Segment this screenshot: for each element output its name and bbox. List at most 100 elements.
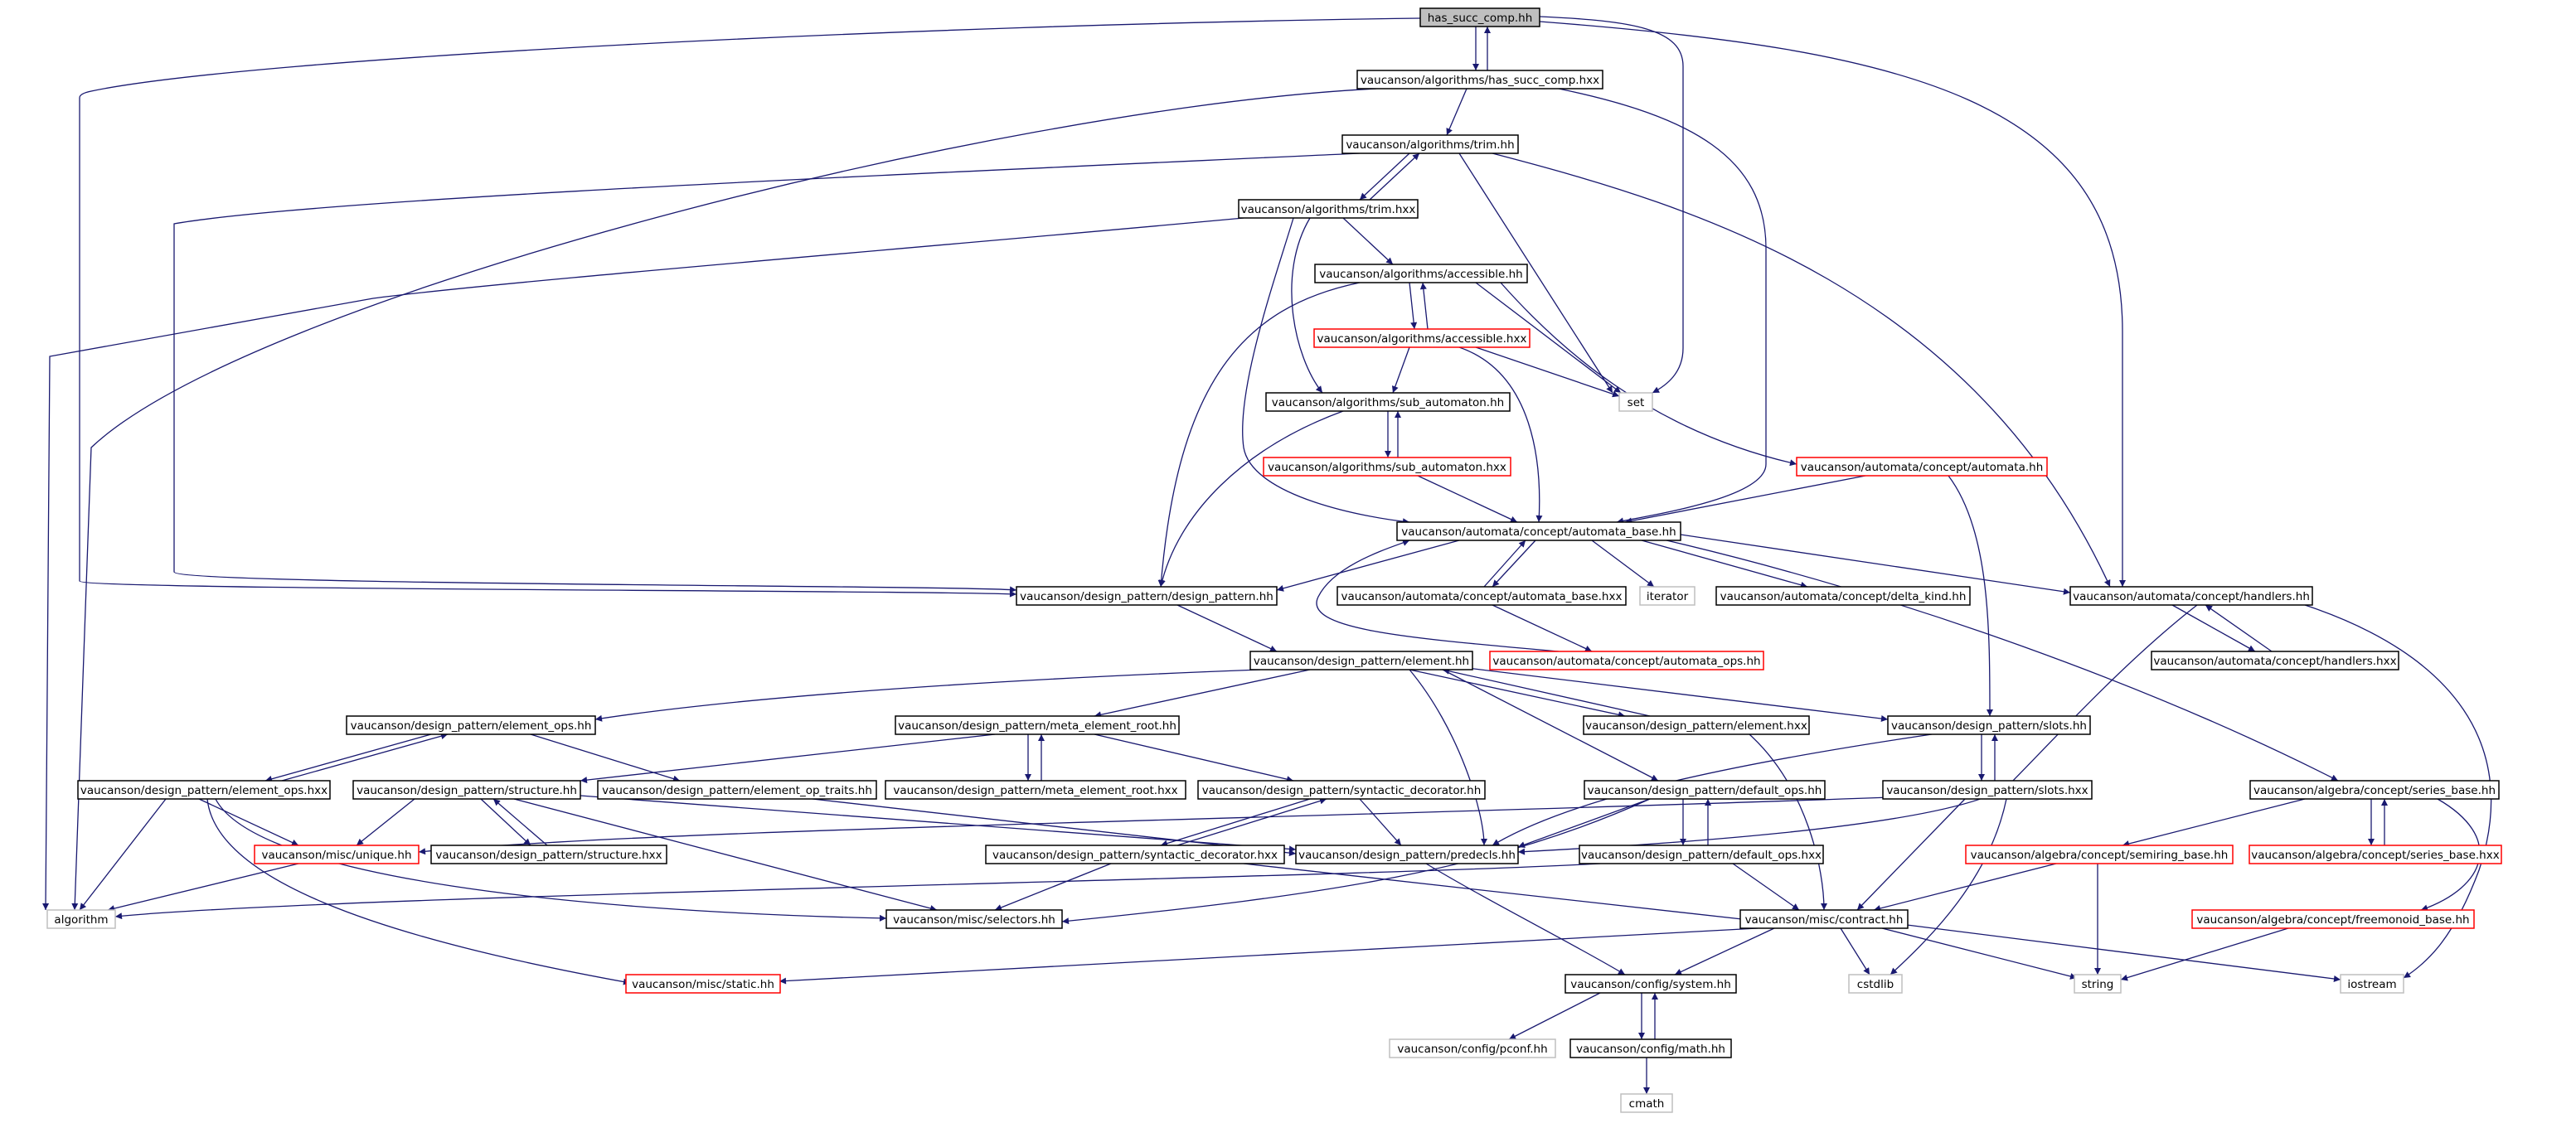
node-label: iterator	[1647, 590, 1689, 603]
node-element-ops-hxx[interactable]: vaucanson/design_pattern/element_ops.hxx	[77, 780, 331, 800]
node-slots-hh[interactable]: vaucanson/design_pattern/slots.hh	[1887, 715, 2091, 735]
node-accessible-hh[interactable]: vaucanson/algorithms/accessible.hh	[1314, 264, 1528, 283]
node-label: vaucanson/design_pattern/structure.hxx	[435, 849, 662, 862]
node-element-hh[interactable]: vaucanson/design_pattern/element.hh	[1249, 651, 1473, 670]
edge-element-to-element-hxx	[1409, 669, 1626, 719]
node-selectors-hh[interactable]: vaucanson/misc/selectors.hh	[885, 909, 1063, 929]
edge-accessible-hxx-to-automata-base	[1458, 346, 1543, 523]
edge-syntactic-hh-to-hxx	[1160, 798, 1311, 847]
node-pconf-hh[interactable]: vaucanson/config/pconf.hh	[1389, 1038, 1556, 1058]
node-label: vaucanson/config/pconf.hh	[1397, 1043, 1547, 1056]
edge-default-ops-to-predecls	[1517, 798, 1651, 849]
edge-element-to-element-ops	[594, 669, 1261, 722]
edge-accessible-hh-to-hxx	[1409, 282, 1418, 330]
node-has-succ-comp-hxx[interactable]: vaucanson/algorithms/has_succ_comp.hxx	[1356, 70, 1603, 90]
node-trim-hh[interactable]: vaucanson/algorithms/trim.hh	[1341, 134, 1519, 154]
node-meta-element-root-hh[interactable]: vaucanson/design_pattern/meta_element_ro…	[895, 715, 1180, 735]
node-slots-hxx[interactable]: vaucanson/design_pattern/slots.hxx	[1882, 780, 2093, 800]
node-automata-base-hh[interactable]: vaucanson/automata/concept/automata_base…	[1396, 521, 1681, 541]
edge-hsc-hxx-to-trim-hh	[1446, 88, 1467, 136]
edge-handlers-hh-to-handlers-hxx	[2171, 604, 2256, 652]
node-label: vaucanson/design_pattern/element_op_trai…	[602, 784, 872, 797]
edge-automata-base-to-ab-hxx	[1492, 540, 1536, 588]
node-trim-hxx[interactable]: vaucanson/algorithms/trim.hxx	[1238, 199, 1419, 219]
edge-structure-to-unique	[356, 798, 415, 846]
node-syntactic-decorator-hxx[interactable]: vaucanson/design_pattern/syntactic_decor…	[985, 845, 1285, 864]
node-handlers-hh[interactable]: vaucanson/automata/concept/handlers.hh	[2069, 586, 2313, 606]
edge-automata-ops-to-automata-base	[1316, 540, 1560, 652]
node-cmath[interactable]: cmath	[1620, 1093, 1673, 1113]
node-label: vaucanson/algorithms/sub_automaton.hh	[1272, 396, 1504, 409]
node-freemonoid-base-hh[interactable]: vaucanson/algebra/concept/freemonoid_bas…	[2191, 909, 2475, 929]
node-unique-hh[interactable]: vaucanson/misc/unique.hh	[254, 845, 420, 864]
edge-element-ops-hxx-to-static	[206, 798, 631, 985]
edge-slots-hxx-to-cstdlib	[1890, 798, 2007, 975]
node-set[interactable]: set	[1618, 392, 1653, 412]
node-structure-hxx[interactable]: vaucanson/design_pattern/structure.hxx	[430, 845, 667, 864]
edge-system-to-pconf	[1508, 992, 1601, 1040]
edge-contract-to-string	[1881, 927, 2078, 980]
node-label: vaucanson/automata/concept/automata_base…	[1401, 525, 1676, 539]
node-label: vaucanson/algebra/concept/semiring_base.…	[1971, 849, 2229, 862]
node-element-hxx[interactable]: vaucanson/design_pattern/element.hxx	[1583, 715, 1810, 735]
node-label: vaucanson/design_pattern/meta_element_ro…	[893, 784, 1177, 797]
edge-series-base-to-semiring	[2122, 798, 2306, 847]
edge-ab-hxx-to-automata-base	[1483, 540, 1526, 588]
node-sub-automaton-hxx[interactable]: vaucanson/algorithms/sub_automaton.hxx	[1263, 457, 1511, 477]
node-label: set	[1628, 396, 1645, 409]
node-predecls-hh[interactable]: vaucanson/design_pattern/predecls.hh	[1295, 845, 1519, 864]
edge-root-to-set	[1539, 16, 1684, 394]
node-iterator[interactable]: iterator	[1639, 586, 1696, 606]
edge-contract-to-iostream	[1906, 924, 2341, 982]
edge-automata-base-to-handlers	[1680, 534, 2071, 595]
node-label: vaucanson/design_pattern/design_pattern.…	[1020, 590, 1273, 603]
node-semiring-base-hh[interactable]: vaucanson/algebra/concept/semiring_base.…	[1965, 845, 2234, 864]
node-handlers-hxx[interactable]: vaucanson/automata/concept/handlers.hxx	[2151, 651, 2399, 670]
node-system-hh[interactable]: vaucanson/config/system.hh	[1565, 974, 1737, 994]
node-sub-automaton-hh[interactable]: vaucanson/algorithms/sub_automaton.hh	[1265, 392, 1511, 412]
node-default-ops-hh[interactable]: vaucanson/design_pattern/default_ops.hh	[1584, 780, 1826, 800]
edge-semiring-to-contract	[1873, 863, 2057, 912]
node-element-op-traits-hh[interactable]: vaucanson/design_pattern/element_op_trai…	[597, 780, 877, 800]
edge-slots-hxx-to-unique	[418, 796, 1891, 855]
node-iostream[interactable]: iostream	[2340, 974, 2404, 994]
file-nodes: has_succ_comp.hh vaucanson/algorithms/ha…	[46, 7, 2502, 1113]
edge-meta-element-root-to-syntactic	[1094, 733, 1294, 783]
edge-trim-hh-to-set	[1458, 152, 1613, 394]
edge-element-ops-hxx-to-hh	[281, 733, 449, 782]
node-math-hh[interactable]: vaucanson/config/math.hh	[1569, 1038, 1732, 1058]
edge-element-op-traits-to-predecls	[812, 798, 1297, 857]
node-series-base-hxx[interactable]: vaucanson/algebra/concept/series_base.hx…	[2249, 845, 2502, 864]
edge-trim-hxx-to-trim-hh	[1369, 152, 1420, 201]
node-label: vaucanson/config/math.hh	[1576, 1043, 1725, 1056]
node-series-base-hh[interactable]: vaucanson/algebra/concept/series_base.hh	[2249, 780, 2500, 800]
edge-element-hxx-to-contract	[1749, 733, 1827, 911]
node-accessible-hxx[interactable]: vaucanson/algorithms/accessible.hxx	[1313, 328, 1531, 348]
node-design-pattern-hh[interactable]: vaucanson/design_pattern/design_pattern.…	[1016, 586, 1278, 606]
node-string[interactable]: string	[2074, 974, 2122, 994]
node-label: vaucanson/design_pattern/slots.hxx	[1886, 784, 2088, 797]
node-root-has-succ-comp-hh[interactable]: has_succ_comp.hh	[1419, 7, 1540, 27]
node-contract-hh[interactable]: vaucanson/misc/contract.hh	[1739, 909, 1909, 929]
node-label: vaucanson/algorithms/trim.hh	[1346, 138, 1514, 152]
edge-trim-hh-to-trim-hxx	[1359, 152, 1410, 201]
node-label: vaucanson/design_pattern/meta_element_ro…	[898, 719, 1176, 733]
node-delta-kind-hh[interactable]: vaucanson/automata/concept/delta_kind.hh	[1715, 586, 1971, 606]
node-structure-hh[interactable]: vaucanson/design_pattern/structure.hh	[352, 780, 581, 800]
node-syntactic-decorator-hh[interactable]: vaucanson/design_pattern/syntactic_decor…	[1197, 780, 1486, 800]
edge-element-ops-to-op-traits	[530, 733, 681, 782]
node-cstdlib[interactable]: cstdlib	[1848, 974, 1903, 994]
node-element-ops-hh[interactable]: vaucanson/design_pattern/element_ops.hh	[346, 715, 596, 735]
node-automata-hh[interactable]: vaucanson/automata/concept/automata.hh	[1796, 457, 2048, 477]
node-meta-element-root-hxx[interactable]: vaucanson/design_pattern/meta_element_ro…	[885, 780, 1186, 800]
node-algorithm[interactable]: algorithm	[46, 909, 116, 929]
node-static-hh[interactable]: vaucanson/misc/static.hh	[625, 974, 781, 994]
node-label: vaucanson/automata/concept/automata.hh	[1801, 461, 2044, 474]
edge-syntactic-hxx-to-selectors	[994, 863, 1112, 911]
node-default-ops-hxx[interactable]: vaucanson/design_pattern/default_ops.hxx	[1579, 845, 1824, 864]
node-label: vaucanson/misc/unique.hh	[261, 849, 411, 862]
node-automata-base-hxx[interactable]: vaucanson/automata/concept/automata_base…	[1337, 586, 1627, 606]
node-automata-ops-hh[interactable]: vaucanson/automata/concept/automata_ops.…	[1489, 651, 1764, 670]
edge-element-ops-hxx-to-unique	[198, 798, 299, 846]
